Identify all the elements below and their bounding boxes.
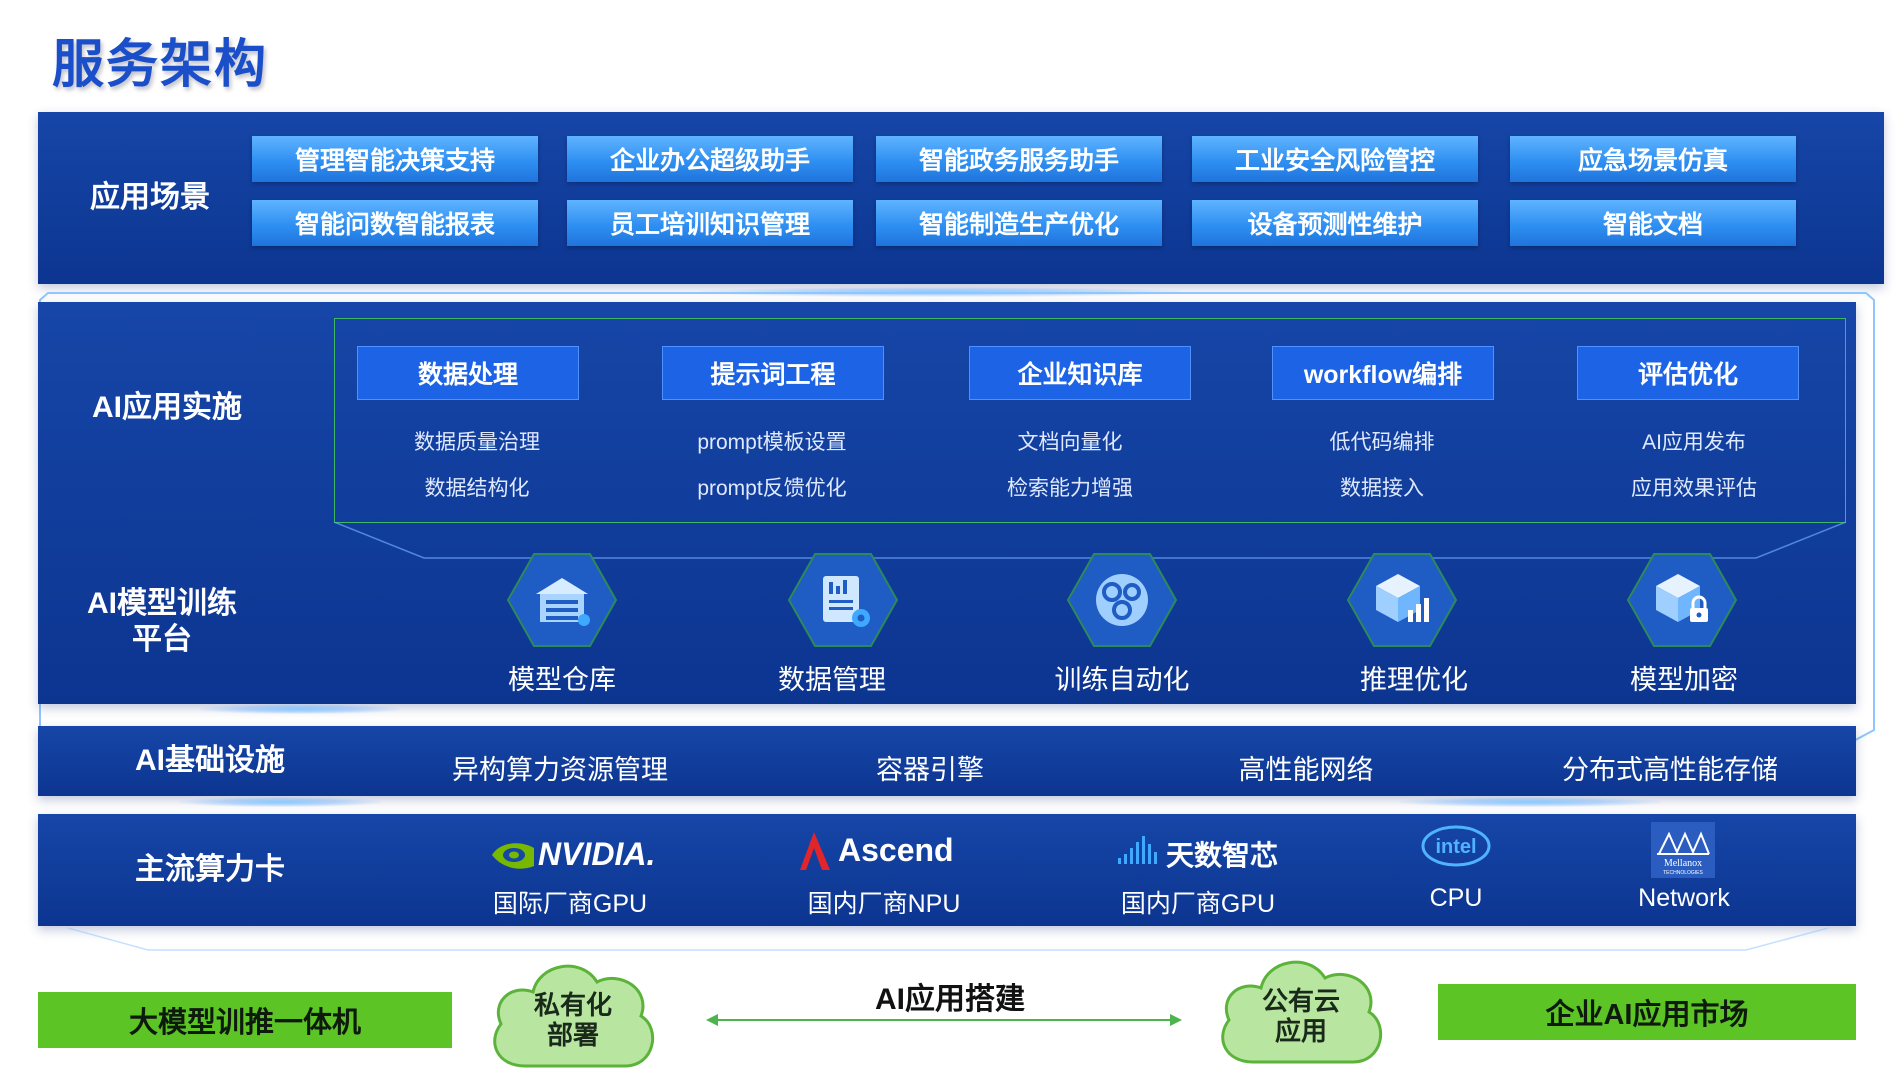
mellanox-logo-icon: Mellanox TECHNOLOGIES [1651,822,1715,878]
nvidia-logo-icon [492,843,534,869]
impl-item: 应用效果评估 [1631,477,1757,500]
infra-item: 容器引擎 [876,755,984,785]
cube-chart-icon[interactable] [1346,552,1458,648]
scenario-chip[interactable]: 智能文档 [1510,200,1796,246]
vendor-brand: 天数智芯 [1166,840,1279,871]
infra-label: AI基础设施 [135,744,285,777]
impl-item: 检索能力增强 [1007,477,1133,500]
public-cloud-line2: 应用 [1274,1016,1327,1046]
compute-band [38,814,1856,926]
impl-item: 文档向量化 [1017,431,1123,454]
ai-impl-frame [334,318,1846,523]
scenario-chip[interactable]: 工业安全风险管控 [1192,136,1478,182]
scenario-chip[interactable]: 智能政务服务助手 [876,136,1162,182]
platform-band [38,302,1856,704]
training-item-label: 模型仓库 [508,665,616,695]
impl-head[interactable]: 企业知识库 [969,346,1191,400]
gears-icon[interactable] [1066,552,1178,648]
scenario-chip[interactable]: 智能问数智能报表 [252,200,538,246]
scenario-chip[interactable]: 设备预测性维护 [1192,200,1478,246]
data-management-icon[interactable] [787,552,899,648]
impl-head[interactable]: 提示词工程 [662,346,884,400]
page-title: 服务架构 [52,36,269,94]
iluvatar-logo-icon [1118,836,1157,864]
cloud-icon [1221,960,1383,1064]
training-item-label: 模型加密 [1630,665,1738,695]
private-cloud-text: 私有化 部署 [505,986,641,1056]
impl-item: 数据接入 [1340,477,1424,500]
impl-item: 数据质量治理 [414,431,540,454]
public-cloud-line1: 公有云 [1261,986,1340,1017]
double-arrow-icon [706,1014,1182,1026]
warehouse-icon[interactable] [506,552,618,648]
impl-head[interactable]: 评估优化 [1577,346,1799,400]
scenario-chip[interactable]: 智能制造生产优化 [876,200,1162,246]
training-item-label: 推理优化 [1360,665,1468,695]
training-label: AI模型训练 平台 [72,582,252,662]
mellanox-logo-subtext: TECHNOLOGIES [1663,870,1703,876]
vendor-brand: Ascend [838,832,954,868]
impl-head[interactable]: workflow编排 [1272,346,1494,400]
infra-band [38,726,1856,796]
training-label-line2: 平台 [132,623,192,656]
impl-item: prompt反馈优化 [697,477,847,500]
impl-item: 数据结构化 [424,477,530,500]
private-cloud-line2: 部署 [546,1020,599,1050]
mellanox-logo-text: Mellanox [1664,858,1702,869]
glow-divider [180,797,380,807]
private-cloud-line1: 私有化 [533,990,612,1021]
left-green-bar: 大模型训推一体机 [38,992,452,1048]
intel-logo-icon: intel [1421,825,1491,867]
scenario-chip[interactable]: 员工培训知识管理 [567,200,853,246]
scenario-chip[interactable]: 应急场景仿真 [1510,136,1796,182]
ascend-logo-icon [800,832,830,870]
ai-impl-funnel [334,522,1846,559]
infra-item: 分布式高性能存储 [1562,755,1778,785]
vendor-sub: 国内厂商NPU [807,890,961,918]
vendor-sub: Network [1638,884,1730,912]
training-label-line1: AI模型训练 [87,587,237,620]
arrow-label: AI应用搭建 [875,983,1025,1016]
compute-label: 主流算力卡 [135,853,285,886]
cube-lock-icon[interactable] [1626,552,1738,648]
scenario-chip[interactable]: 企业办公超级助手 [567,136,853,182]
impl-head[interactable]: 数据处理 [357,346,579,400]
training-item-label: 训练自动化 [1054,665,1190,695]
vendor-sub: 国际厂商GPU [492,890,648,918]
compute-funnel [67,927,1829,951]
glow-divider [1400,797,1660,807]
vendor-sub: CPU [1429,884,1483,912]
scenarios-label: 应用场景 [90,181,210,214]
infra-item: 异构算力资源管理 [452,755,668,785]
right-green-bar: 企业AI应用市场 [1438,984,1856,1040]
impl-item: 低代码编排 [1329,431,1435,454]
glow-divider [200,704,400,714]
public-cloud-text: 公有云 应用 [1233,982,1369,1052]
vendor-brand: NVIDIA. [538,836,656,872]
scenario-chip[interactable]: 管理智能决策支持 [252,136,538,182]
training-item-label: 数据管理 [778,665,886,695]
intel-logo-text: intel [1435,836,1476,858]
impl-item: AI应用发布 [1642,431,1746,454]
impl-item: prompt模板设置 [697,431,847,454]
vendor-sub: 国内厂商GPU [1120,890,1276,918]
cloud-icon [493,964,655,1068]
infra-item: 高性能网络 [1238,755,1374,785]
ai-impl-label: AI应用实施 [92,391,242,424]
